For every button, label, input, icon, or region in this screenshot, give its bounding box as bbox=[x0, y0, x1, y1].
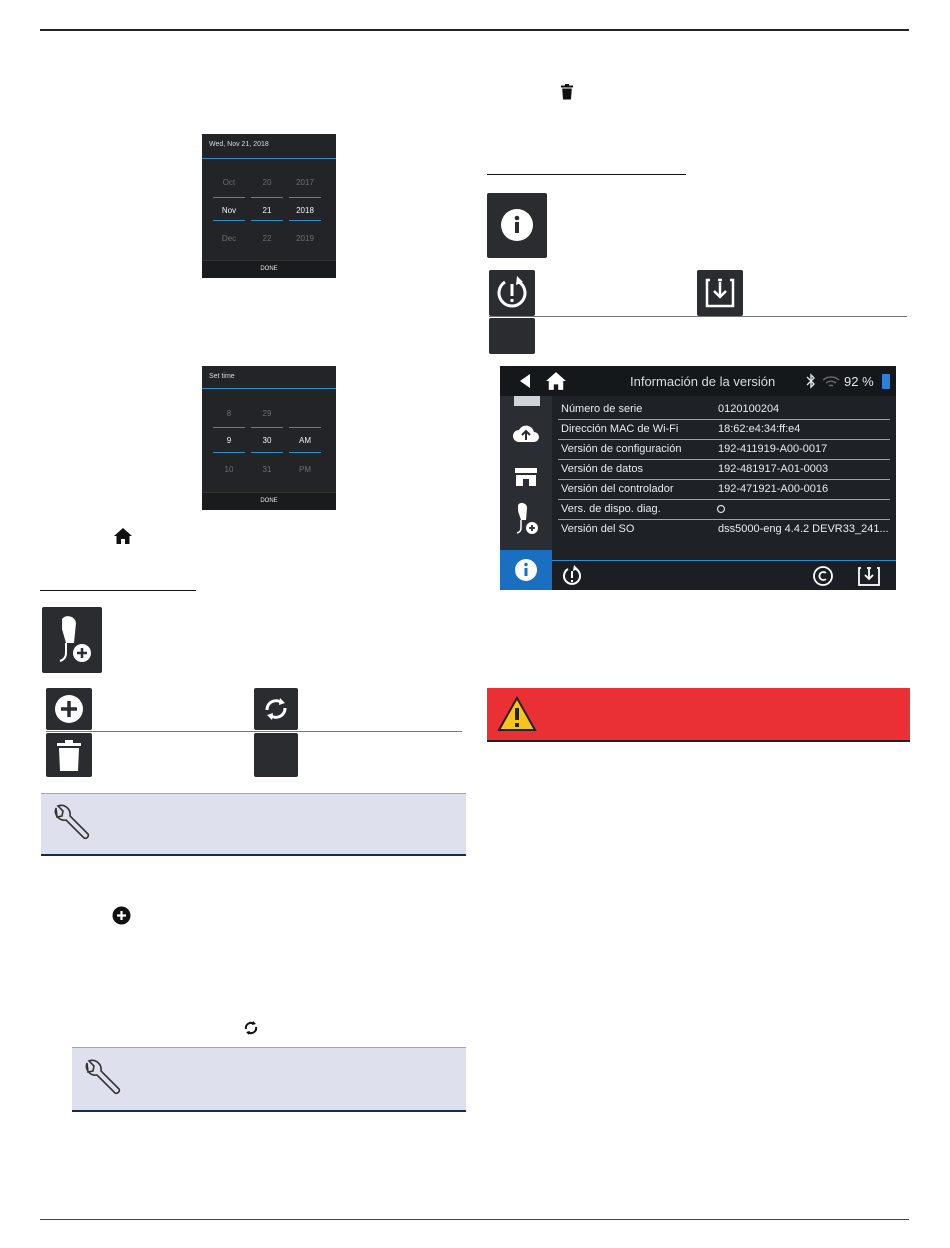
picker-day-selected[interactable]: 21 bbox=[262, 206, 272, 215]
info-icon bbox=[487, 193, 547, 258]
cloud-upload-icon[interactable] bbox=[511, 422, 541, 444]
table-divider bbox=[46, 731, 462, 732]
empty-icon-box bbox=[254, 733, 298, 777]
home-icon bbox=[114, 528, 132, 544]
trash-icon bbox=[561, 84, 573, 100]
diagnostic-device-add-icon[interactable] bbox=[511, 501, 541, 539]
screen-bottombar bbox=[552, 560, 896, 590]
warning-icon bbox=[497, 696, 537, 731]
picker-divider bbox=[202, 388, 336, 389]
sidebar-item-info[interactable] bbox=[500, 550, 552, 590]
warning-banner bbox=[487, 688, 910, 742]
picker-hour-selected[interactable]: 9 bbox=[226, 436, 232, 445]
back-icon[interactable] bbox=[518, 373, 532, 389]
picker-ampm-next[interactable]: PM bbox=[299, 465, 311, 474]
footer-rule bbox=[40, 1219, 909, 1220]
picker-divider bbox=[202, 158, 336, 159]
screen-topbar: Información de la versión 92 % bbox=[500, 366, 896, 396]
picker-month-next[interactable]: Dec bbox=[221, 234, 237, 243]
time-done-button[interactable]: DONE bbox=[202, 492, 336, 510]
picker-year-selected[interactable]: 2018 bbox=[296, 206, 314, 215]
note-box bbox=[72, 1047, 466, 1112]
date-done-button[interactable]: DONE bbox=[202, 260, 336, 278]
wrench-icon bbox=[54, 804, 90, 840]
battery-icon bbox=[882, 374, 890, 389]
bluetooth-icon bbox=[806, 373, 815, 389]
picker-minute-selected[interactable]: 30 bbox=[262, 436, 272, 445]
table-divider bbox=[489, 316, 907, 317]
home-icon[interactable] bbox=[546, 372, 566, 390]
add-icon bbox=[46, 688, 92, 730]
delete-icon bbox=[46, 733, 92, 777]
picker-day-prev[interactable]: 20 bbox=[262, 178, 272, 187]
battery-percentage: 92 % bbox=[844, 374, 874, 389]
info-icon bbox=[515, 559, 537, 581]
date-picker-title: Wed, Nov 21, 2018 bbox=[209, 141, 269, 148]
date-picker-screenshot: Wed, Nov 21, 2018 Oct 20 2017 Nov 21 201… bbox=[202, 134, 336, 278]
picker-month-prev[interactable]: Oct bbox=[222, 178, 236, 187]
sidebar-item-transfer[interactable] bbox=[514, 396, 540, 406]
picker-minute-prev[interactable]: 29 bbox=[262, 409, 272, 418]
loading-spinner-icon bbox=[716, 504, 726, 514]
info-row-device: Vers. de dispo. diag. bbox=[558, 500, 890, 520]
shop-icon[interactable] bbox=[513, 466, 539, 488]
add-icon-inline bbox=[112, 906, 131, 925]
picker-hour-next[interactable]: 10 bbox=[224, 465, 234, 474]
picker-day-next[interactable]: 22 bbox=[262, 234, 272, 243]
sync-icon bbox=[254, 688, 298, 730]
time-picker-title: Set time bbox=[209, 373, 235, 380]
time-picker-screenshot: Set time 8 29 9 30 AM 10 31 PM DONE bbox=[202, 366, 336, 510]
wrench-icon bbox=[85, 1059, 121, 1095]
note-box bbox=[41, 793, 466, 856]
picker-ampm-selected[interactable]: AM bbox=[299, 436, 311, 445]
wifi-icon bbox=[822, 376, 840, 387]
download-icon bbox=[697, 270, 743, 316]
screen-title: Información de la versión bbox=[630, 374, 776, 389]
screen-sidebar bbox=[500, 396, 552, 590]
picker-minute-next[interactable]: 31 bbox=[262, 465, 272, 474]
sync-icon-inline bbox=[243, 1019, 259, 1037]
section-underline bbox=[40, 590, 196, 591]
picker-hour-prev[interactable]: 8 bbox=[226, 409, 232, 418]
empty-icon-box bbox=[489, 318, 535, 354]
copyright-icon[interactable] bbox=[812, 565, 834, 587]
diagnostic-device-add-icon bbox=[42, 607, 102, 673]
picker-month-selected[interactable]: Nov bbox=[221, 206, 237, 215]
version-info-screenshot: Información de la versión 92 % Número de… bbox=[500, 366, 896, 590]
reset-icon[interactable] bbox=[560, 564, 584, 588]
picker-year-prev[interactable]: 2017 bbox=[296, 178, 314, 187]
picker-year-next[interactable]: 2019 bbox=[296, 234, 314, 243]
header-rule bbox=[40, 29, 909, 31]
section-underline bbox=[487, 174, 686, 175]
reset-icon bbox=[489, 270, 535, 316]
download-icon[interactable] bbox=[857, 565, 881, 587]
